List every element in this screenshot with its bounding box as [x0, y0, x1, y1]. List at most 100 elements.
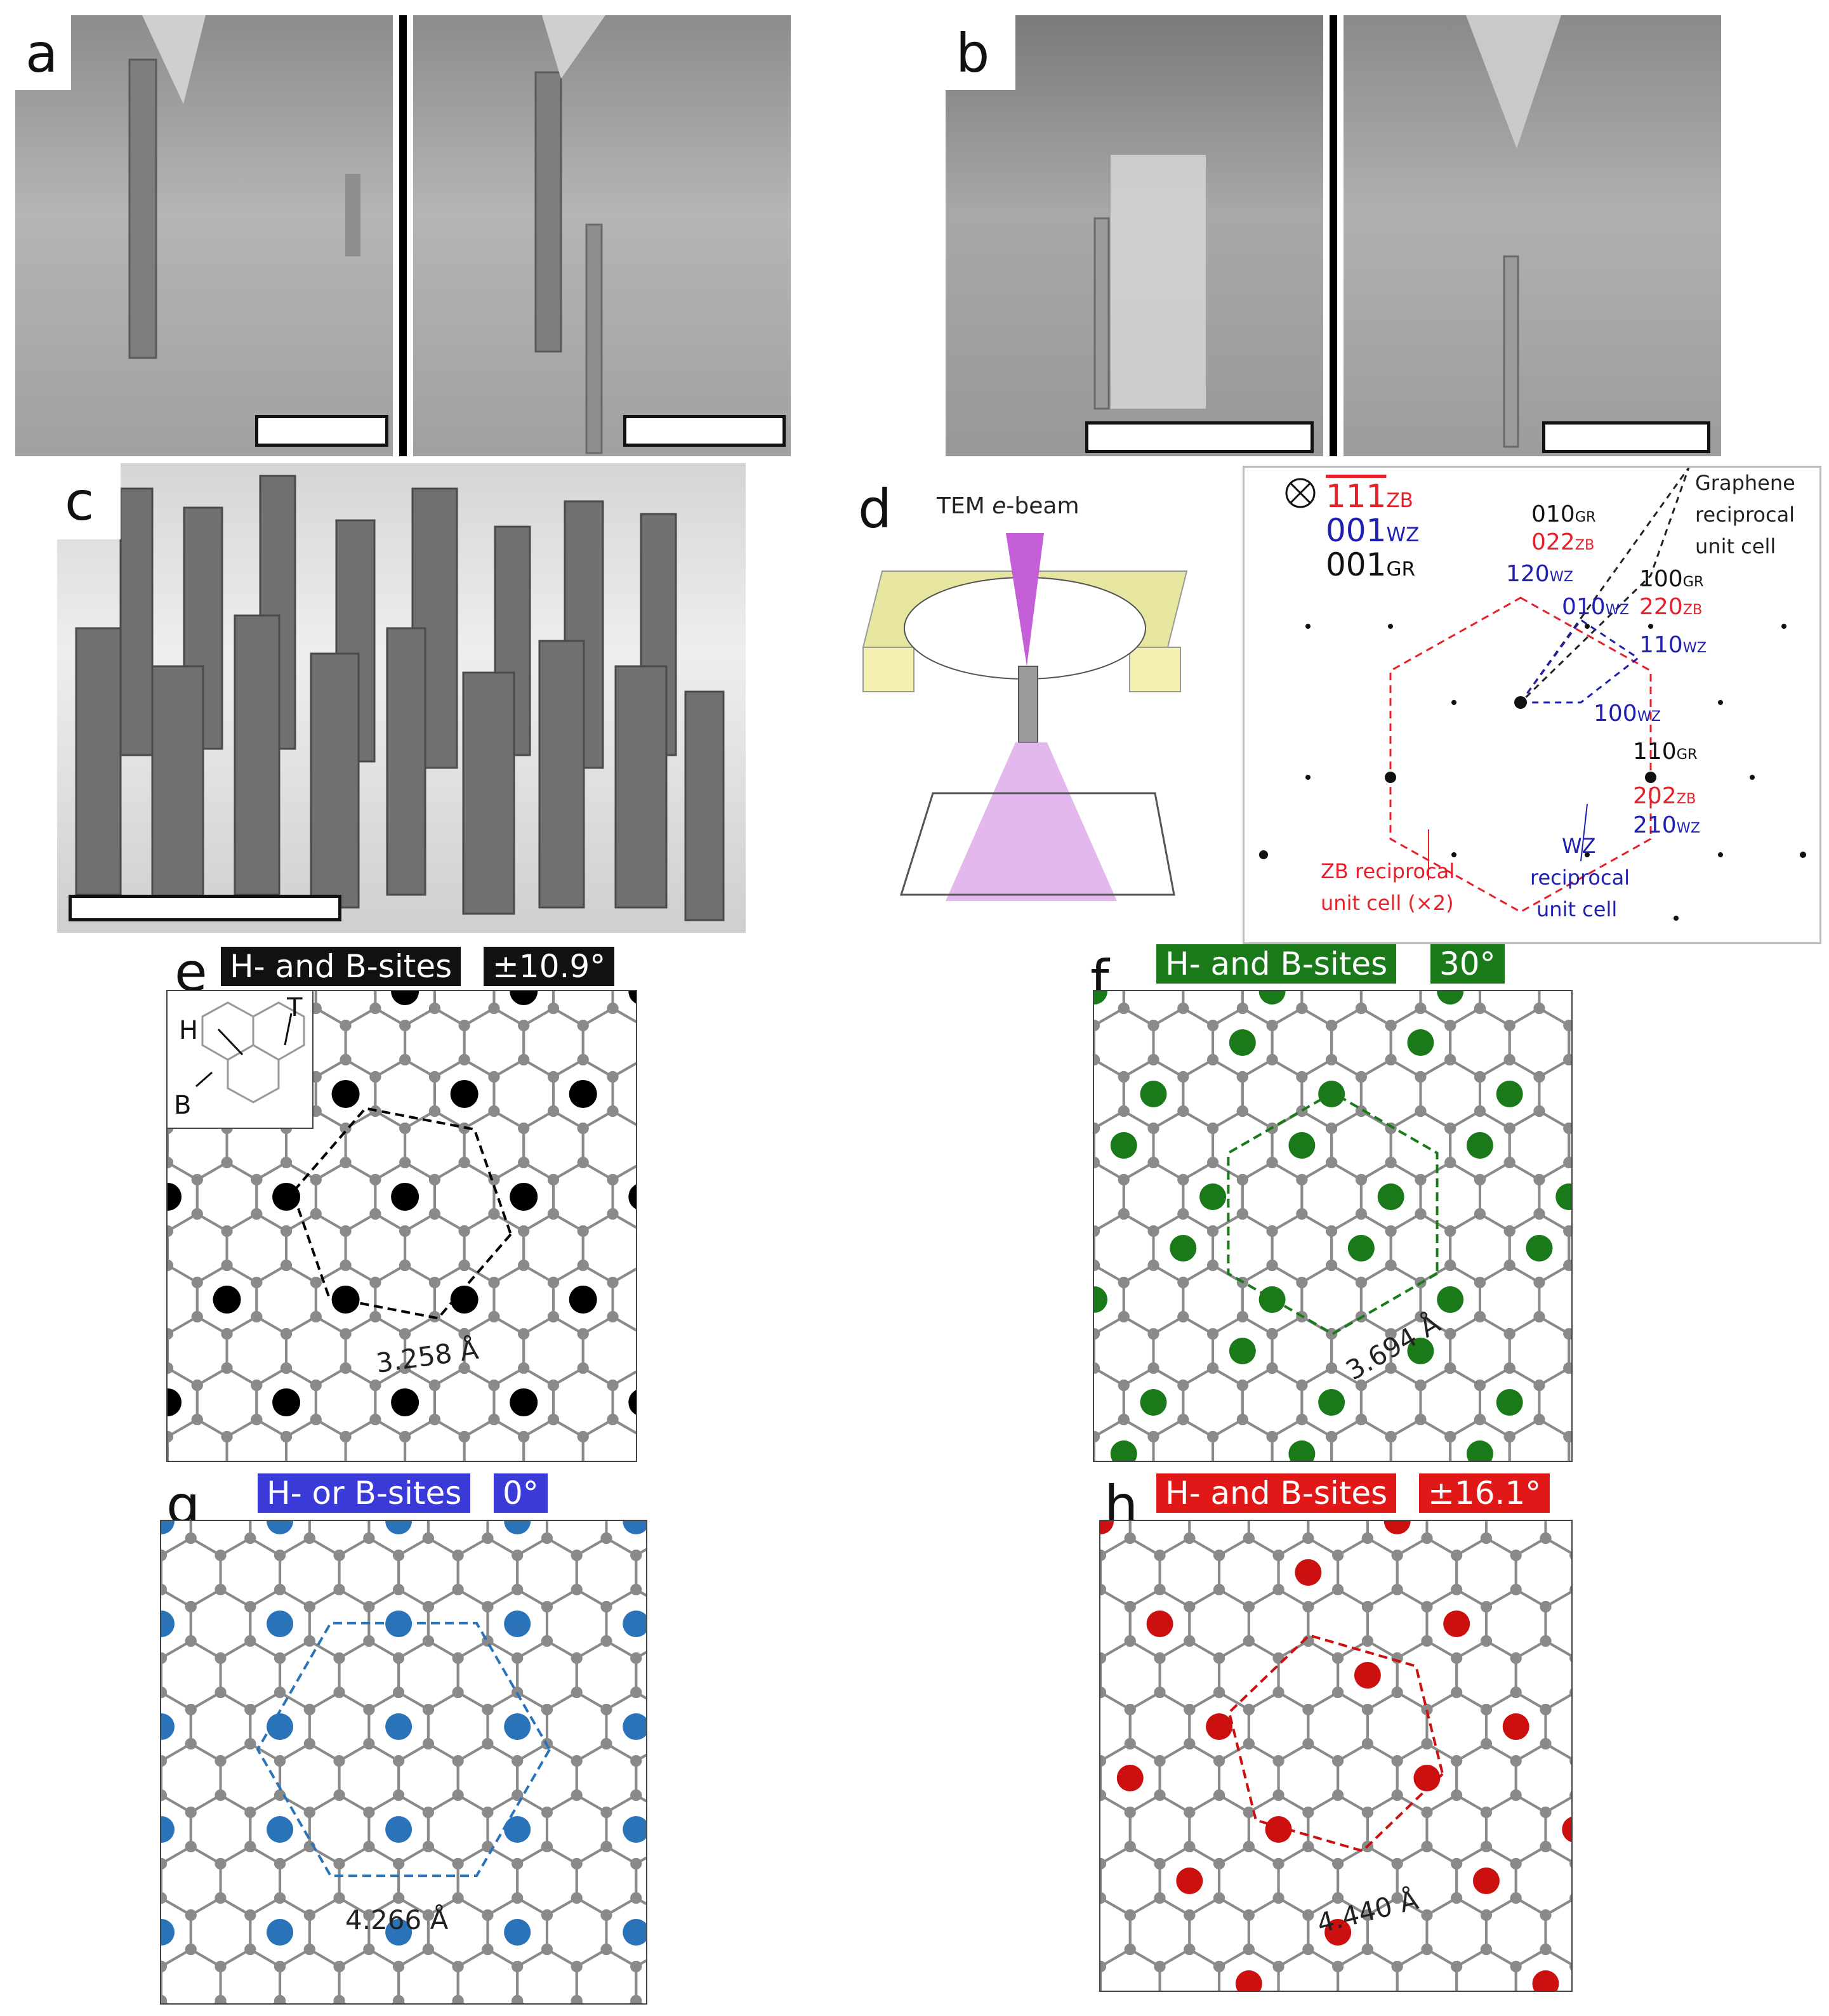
- adsorption-site: [385, 1713, 413, 1740]
- tem-diagram: [862, 533, 1188, 901]
- scale-bar: [255, 415, 388, 447]
- adsorption-site: [1288, 1132, 1316, 1159]
- probe-tip: [1466, 15, 1561, 148]
- lattice-h: 4.440 Å: [1005, 1430, 1641, 2016]
- angle-tag-e: ±10.9°: [484, 947, 615, 986]
- adsorption-site: [1437, 978, 1464, 1005]
- wz-cell-label-1: WZ: [1562, 834, 1596, 858]
- adsorption-site: [1087, 1508, 1114, 1534]
- adsorption-site: [385, 1919, 413, 1946]
- sem-c-nanowire-array: [75, 475, 725, 921]
- panel-label-a: a: [25, 22, 58, 84]
- distance-g: 4.266 Å: [345, 1904, 449, 1935]
- substrate-left: [862, 647, 914, 692]
- adsorption-site: [1318, 1389, 1345, 1416]
- wz-reciprocal-cell: [1519, 618, 1640, 704]
- adsorption-site: [1354, 1662, 1381, 1689]
- adsorption-site: [1466, 1440, 1493, 1467]
- adsorption-site: [267, 1508, 294, 1534]
- inset-honeycomb: [195, 1001, 305, 1104]
- adsorption-site: [1146, 1611, 1173, 1637]
- adsorption-site: [1110, 1132, 1137, 1159]
- wz-cell-label-2: reciprocal: [1530, 866, 1630, 890]
- adsorption-site: [391, 977, 419, 1005]
- adsorption-site: [267, 1816, 294, 1843]
- lattice-svg-f: [999, 900, 1694, 1494]
- index-1-10gr: 110GR: [1633, 739, 1698, 765]
- panel-a-divider: [399, 15, 407, 456]
- adsorption-site: [1258, 978, 1286, 1005]
- index-220zb: 220ZB: [1639, 594, 1703, 620]
- adsorption-sites: [154, 977, 657, 1416]
- nanowire: [1093, 217, 1110, 410]
- adsorption-site: [628, 977, 657, 1005]
- angle-tag-f: 30°: [1430, 944, 1505, 984]
- index-100wz: 100WZ: [1594, 701, 1661, 727]
- detector-screen: [899, 792, 1175, 896]
- adsorption-site: [267, 1919, 294, 1946]
- angle-tag-g: 0°: [494, 1473, 548, 1513]
- adsorption-site: [510, 1183, 538, 1211]
- nanowire: [585, 223, 603, 454]
- index-010wz: 010WZ: [1562, 594, 1630, 620]
- supercell-outline: [1227, 1091, 1439, 1336]
- zb-cell-label-1: ZB reciprocal: [1321, 859, 1455, 883]
- site-tag-g: H- or B-sites: [258, 1473, 471, 1513]
- sem-image-a-left: [15, 15, 393, 456]
- adsorption-site: [504, 1611, 531, 1637]
- zone-axis-symbol: [1285, 478, 1316, 508]
- adsorption-site: [1295, 1559, 1322, 1586]
- label-bg: [15, 15, 71, 90]
- index-120wz: 120WZ: [1506, 561, 1574, 587]
- label-bg: [57, 463, 121, 539]
- probe-tip: [542, 15, 605, 79]
- inset-e: H T B: [168, 991, 314, 1129]
- inset-label-b: B: [174, 1091, 192, 1120]
- tem-beam-label: TEM e-beam: [937, 493, 1080, 519]
- index-202zb: 202ZB: [1633, 783, 1696, 809]
- scale-bar: [1085, 421, 1314, 453]
- adsorption-site: [154, 1388, 182, 1416]
- adsorption-site: [1176, 1868, 1203, 1894]
- adsorption-site: [1407, 1338, 1434, 1364]
- index-010gr: 010GR: [1531, 501, 1596, 527]
- adsorption-site: [148, 1508, 175, 1534]
- adsorption-site: [1229, 1338, 1256, 1364]
- adsorption-site: [1466, 1132, 1493, 1159]
- panel-label-b: b: [956, 22, 990, 84]
- adsorption-site: [1265, 1816, 1292, 1843]
- lattice-f: 3.694 Å: [999, 900, 1694, 1494]
- adsorption-site: [331, 1080, 360, 1108]
- panel-label-d: d: [858, 478, 892, 540]
- adsorption-site: [623, 1611, 650, 1637]
- scale-bar: [623, 415, 786, 447]
- graphene-cell-label-3: unit cell: [1695, 534, 1776, 558]
- diffraction-cone: [946, 742, 1117, 901]
- adsorption-site: [1235, 1970, 1262, 1997]
- adsorption-site: [450, 1286, 479, 1314]
- adsorption-site: [272, 1388, 301, 1416]
- adsorption-site: [1377, 1183, 1404, 1210]
- adsorption-site: [331, 1286, 360, 1314]
- adsorption-site: [148, 1919, 175, 1946]
- zone-axis-wz: 001WZ: [1326, 512, 1420, 549]
- diffraction-geometry: [1259, 468, 1806, 921]
- adsorption-site: [504, 1919, 531, 1946]
- probe-tip: [142, 15, 206, 104]
- inset-label-h: H: [179, 1016, 199, 1045]
- adsorption-site: [1443, 1611, 1470, 1637]
- graphene-cell-label-2: reciprocal: [1695, 503, 1795, 527]
- diffraction-spots: [1259, 624, 1806, 921]
- adsorption-site: [391, 1183, 419, 1211]
- adsorption-site: [1502, 1713, 1529, 1740]
- adsorption-site: [391, 1388, 419, 1416]
- bright-region: [1111, 155, 1206, 409]
- supercell-outline: [291, 1107, 513, 1320]
- adsorption-site: [1324, 1919, 1352, 1946]
- angle-tag-h: ±16.1°: [1419, 1473, 1550, 1513]
- site-tag-h: H- and B-sites: [1156, 1473, 1397, 1513]
- adsorption-site: [213, 1286, 241, 1314]
- sem-a-features: [128, 15, 605, 454]
- panel-b-divider: [1330, 15, 1337, 456]
- adsorption-site: [1437, 1286, 1464, 1313]
